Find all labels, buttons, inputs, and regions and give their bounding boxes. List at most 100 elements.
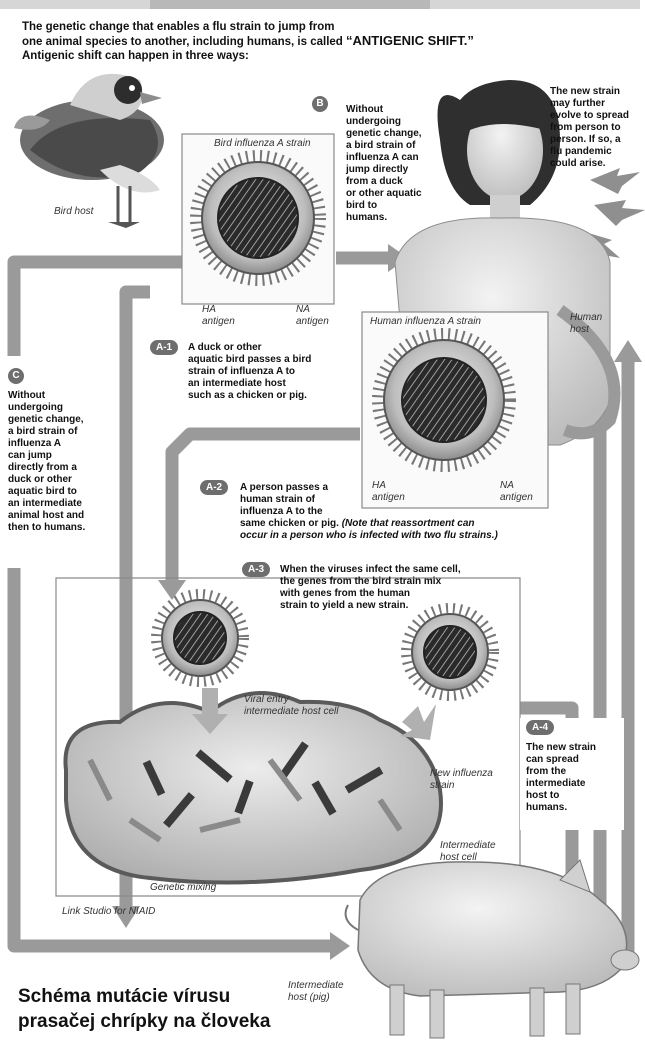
na-antigen-1-line-2: antigen	[296, 316, 329, 328]
step-a4-line: host to	[526, 790, 596, 802]
new-strain-line-1: New influenza	[430, 768, 493, 780]
step-b-line: jump directly	[346, 164, 422, 176]
intermediate-cell-line-1: Intermediate	[440, 840, 496, 852]
ha-antigen-1-line-2: antigen	[202, 316, 235, 328]
step-a2-line: influenza A to the	[240, 506, 498, 518]
na-antigen-label-2: NA antigen	[500, 480, 533, 504]
pandemic-line: flu pandemic	[550, 146, 629, 158]
step-a2-badge: A-2	[200, 480, 228, 495]
pandemic-line: could arise.	[550, 158, 629, 170]
step-a1-text: A duck or other aquatic bird passes a bi…	[188, 342, 311, 402]
step-b-line: humans.	[346, 212, 422, 224]
step-c-line: undergoing	[8, 402, 85, 414]
step-a1-line: strain of influenza A to	[188, 366, 311, 378]
intro-line-2: one animal species to another, including…	[22, 34, 542, 49]
intermediate-host-cell	[65, 693, 441, 882]
intro-line-3: Antigenic shift can happen in three ways…	[22, 49, 542, 63]
step-a4-line: from the	[526, 766, 596, 778]
new-strain-label: New influenza strain	[430, 768, 493, 792]
human-host-line-1: Human	[570, 312, 602, 324]
duck-illustration	[14, 74, 164, 228]
pandemic-line: The new strain	[550, 86, 629, 98]
step-a2-note: (Note that reassortment can	[342, 518, 475, 529]
pandemic-line: person. If so, a	[550, 134, 629, 146]
intermediate-cell-line-2: host cell	[440, 852, 496, 864]
intro-text: The genetic change that enables a flu st…	[22, 20, 542, 63]
step-a3-line: with genes from the human	[280, 588, 461, 600]
new-virus-illustration	[406, 608, 494, 696]
step-c-line: animal host and	[8, 510, 85, 522]
top-bar-mid	[150, 0, 430, 9]
step-a1-line: aquatic bird passes a bird	[188, 354, 311, 366]
step-a1-line: an intermediate host	[188, 378, 311, 390]
human-host-line-2: host	[570, 324, 602, 336]
human-strain-label: Human influenza A strain	[370, 316, 481, 328]
step-c-line: an intermediate	[8, 498, 85, 510]
na-antigen-label-1: NA antigen	[296, 304, 329, 328]
na-antigen-2-line-2: antigen	[500, 492, 533, 504]
bird-host-label: Bird host	[54, 206, 93, 218]
genetic-mixing-label: Genetic mixing	[150, 882, 216, 894]
step-a3-line: the genes from the bird strain mix	[280, 576, 461, 588]
step-b-badge: B	[312, 96, 328, 112]
step-a4-text: The new strain can spread from the inter…	[526, 742, 596, 814]
human-host-label: Human host	[570, 312, 602, 336]
figure-caption: Schéma mutácie vírusu prasačej chrípky n…	[18, 984, 338, 1034]
step-a2-line: A person passes a	[240, 482, 498, 494]
step-b-line: Without	[346, 104, 422, 116]
step-a1-line: A duck or other	[188, 342, 311, 354]
step-a1-badge: A-1	[150, 340, 178, 355]
new-strain-line-2: strain	[430, 780, 493, 792]
step-a4-badge: A-4	[526, 720, 554, 735]
bird-strain-label: Bird influenza A strain	[214, 138, 311, 150]
step-c-line: can jump	[8, 450, 85, 462]
step-a2-line: same chicken or pig.	[240, 518, 339, 529]
step-c-text: Without undergoing genetic change, a bir…	[8, 390, 85, 534]
entering-virus-illustration	[156, 594, 244, 682]
step-a4-line: intermediate	[526, 778, 596, 790]
step-c-line: duck or other	[8, 474, 85, 486]
step-c-line: a bird strain of	[8, 426, 85, 438]
step-b-line: genetic change,	[346, 128, 422, 140]
viral-entry-line-2: intermediate host cell	[244, 706, 339, 718]
pandemic-line: from person to	[550, 122, 629, 134]
caption-line-1: Schéma mutácie vírusu	[18, 984, 338, 1009]
step-b-line: undergoing	[346, 116, 422, 128]
intro-line-1: The genetic change that enables a flu st…	[22, 20, 542, 34]
step-c-line: directly from a	[8, 462, 85, 474]
step-b-line: influenza A can	[346, 152, 422, 164]
step-a3-line: When the viruses infect the same cell,	[280, 564, 461, 576]
step-a2-text: A person passes a human strain of influe…	[240, 482, 498, 542]
caption-line-2: prasačej chrípky na človeka	[18, 1009, 338, 1034]
intro-term: “ANTIGENIC SHIFT.”	[346, 33, 474, 48]
step-b-line: from a duck	[346, 176, 422, 188]
ha-antigen-label-1: HA antigen	[202, 304, 235, 328]
pandemic-line: evolve to spread	[550, 110, 629, 122]
step-a4-line: The new strain	[526, 742, 596, 754]
step-a4-line: can spread	[526, 754, 596, 766]
pandemic-text: The new strain may further evolve to spr…	[550, 86, 629, 170]
step-a3-text: When the viruses infect the same cell, t…	[280, 564, 461, 612]
step-b-line: or other aquatic	[346, 188, 422, 200]
na-antigen-2-line-1: NA	[500, 480, 533, 492]
step-c-line: aquatic bird to	[8, 486, 85, 498]
step-a1-line: such as a chicken or pig.	[188, 390, 311, 402]
step-a2-note: occur in a person who is infected with t…	[240, 530, 498, 541]
na-antigen-1-line-1: NA	[296, 304, 329, 316]
step-a3-line: strain to yield a new strain.	[280, 600, 461, 612]
intermediate-cell-label: Intermediate host cell	[440, 840, 496, 864]
pandemic-line: may further	[550, 98, 629, 110]
viral-entry-line-1: Viral entry	[244, 694, 339, 706]
step-b-text: Without undergoing genetic change, a bir…	[346, 104, 422, 224]
step-a4-line: humans.	[526, 802, 596, 814]
ha-antigen-1-line-1: HA	[202, 304, 235, 316]
step-c-line: then to humans.	[8, 522, 85, 534]
viral-entry-label: Viral entry intermediate host cell	[244, 694, 339, 718]
step-c-line: Without	[8, 390, 85, 402]
step-c-line: influenza A	[8, 438, 85, 450]
intro-line-2-pre: one animal species to another, including…	[22, 36, 346, 48]
step-b-line: bird to	[346, 200, 422, 212]
step-a2-line: human strain of	[240, 494, 498, 506]
credit-label: Link Studio for NIAID	[62, 906, 155, 918]
step-c-badge: C	[8, 368, 24, 384]
